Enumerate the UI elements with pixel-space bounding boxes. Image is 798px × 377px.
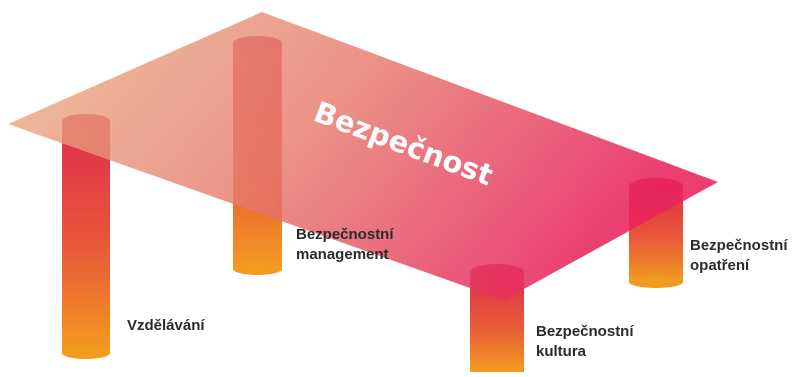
platform-plane <box>8 12 718 300</box>
label-line: Vzdělávání <box>127 317 205 334</box>
label-line: kultura <box>536 343 587 360</box>
label-line: Bezpečnostní <box>296 226 394 243</box>
label-management: Bezpečnostní management <box>296 225 394 265</box>
label-kultura: Bezpečnostní kultura <box>536 322 634 362</box>
label-line: opatření <box>690 257 750 274</box>
label-line: Bezpečnostní <box>690 237 788 254</box>
label-vzdelavani: Vzdělávání <box>127 316 205 336</box>
label-opatreni: Bezpečnostní opatření <box>690 236 788 276</box>
label-line: management <box>296 246 389 263</box>
label-line: Bezpečnostní <box>536 323 634 340</box>
